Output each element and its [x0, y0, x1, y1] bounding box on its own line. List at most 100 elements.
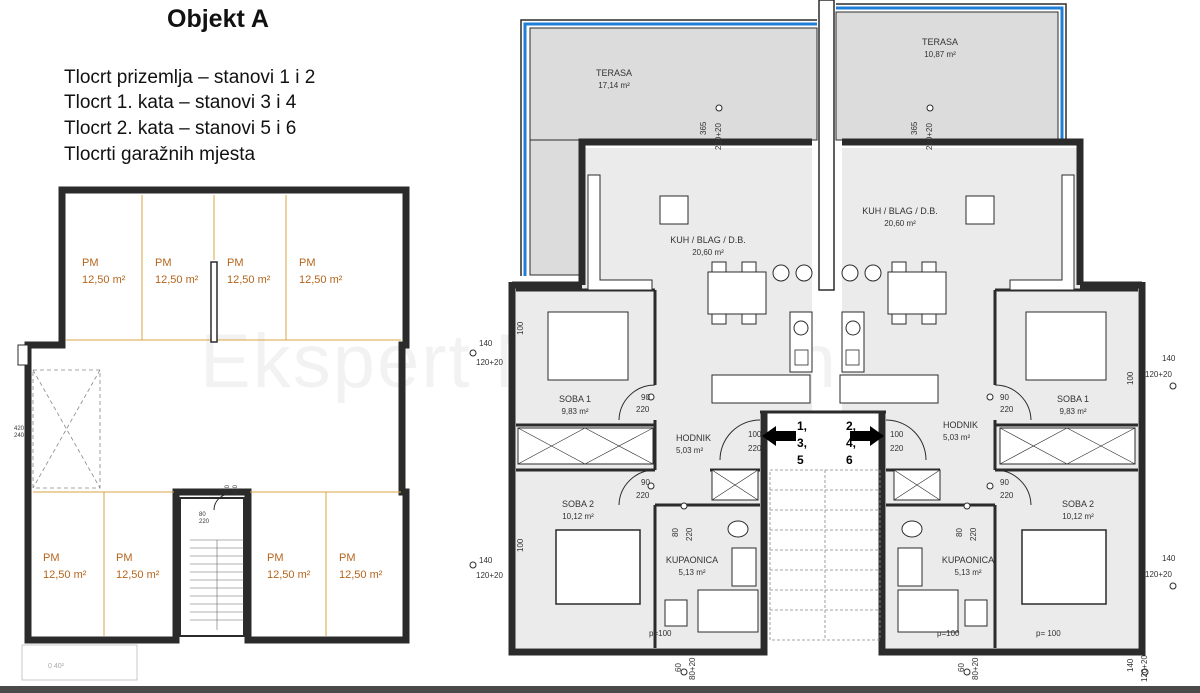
dim-label: 220 — [969, 527, 978, 541]
dim-label: p= 100 — [1036, 629, 1061, 638]
parking-spot-label: PM — [299, 257, 316, 269]
party-wall — [818, 0, 835, 291]
terrace-right — [835, 11, 1059, 141]
dim-label: 220+20 — [714, 123, 723, 150]
page-title: Objekt A — [167, 5, 269, 33]
dim-label: 140 — [479, 556, 493, 565]
bed-soba2-right — [1021, 529, 1107, 605]
room-area-soba2_left: 10,12 m² — [562, 512, 594, 521]
parking-spot-area: 12,50 m² — [43, 569, 87, 581]
room-area-kitchen_left: 20,60 m² — [692, 248, 724, 257]
parking-spot-label: PM — [155, 257, 172, 269]
apartment-number: 1, — [797, 419, 807, 433]
dim-label: 220 — [1000, 491, 1014, 500]
legend-line-garage: Tlocrti garažnih mjesta — [64, 144, 256, 165]
room-area-kitchen_right: 20,60 m² — [884, 219, 916, 228]
room-name-terasa_right: TERASA — [922, 37, 958, 47]
apartment-number: 6 — [846, 453, 853, 467]
dim-label: 365 — [910, 121, 919, 135]
room-area-kupaonica_right: 5,13 m² — [954, 568, 981, 577]
dim-label: 90 — [1000, 478, 1009, 487]
svg-text:220: 220 — [199, 519, 210, 525]
parking-spot-area: 12,50 m² — [267, 569, 311, 581]
apartment-number: 4, — [846, 436, 856, 450]
room-area-terasa_right: 10,87 m² — [924, 50, 956, 59]
dim-label: 220 — [748, 444, 762, 453]
apartment-number: 3, — [797, 436, 807, 450]
bed-soba2-left — [555, 529, 641, 605]
room-name-kupaonica_right: KUPAONICA — [942, 555, 994, 565]
parking-spot-area: 12,50 m² — [82, 274, 126, 286]
room-name-soba1_left: SOBA 1 — [559, 394, 591, 404]
dim-label: 220 — [890, 444, 904, 453]
dim-label: p=100 — [937, 629, 960, 638]
bed-soba1-right — [1025, 311, 1107, 381]
room-name-soba2_right: SOBA 2 — [1062, 499, 1094, 509]
dim-label: 140 — [1162, 554, 1176, 563]
dim-label: 140 — [1126, 658, 1135, 672]
dim-label: 220 — [1000, 405, 1014, 414]
room-area-soba1_right: 9,83 m² — [1059, 407, 1086, 416]
arrow-left-icon — [762, 426, 796, 446]
garage-stairwell — [179, 497, 245, 637]
parking-spot-area: 12,50 m² — [339, 569, 383, 581]
dim-label: 60 — [957, 663, 966, 672]
dim-label: 100 — [748, 430, 762, 439]
dim-label: 120+20 — [476, 358, 503, 367]
door-swing-icon — [213, 493, 231, 511]
dim-label: 90 — [1000, 393, 1009, 402]
dim-label: 80+20 — [971, 657, 980, 680]
garage-column — [210, 261, 218, 343]
window-icon — [469, 104, 1177, 676]
room-name-hodnik_left: HODNIK — [676, 433, 711, 443]
bed-soba1-left — [547, 311, 629, 381]
dim-label: p=100 — [649, 629, 672, 638]
garage-dim-420: 420 — [14, 426, 25, 432]
apartment-number: 5 — [797, 453, 804, 467]
dim-label: 90 — [641, 478, 650, 487]
dim-label: 100 — [1126, 371, 1135, 385]
room-name-kitchen_right: KUH / BLAG / D.B. — [862, 206, 938, 216]
room-name-soba1_right: SOBA 1 — [1057, 394, 1089, 404]
room-area-terasa_left: 17,14 m² — [598, 81, 630, 90]
room-name-kitchen_left: KUH / BLAG / D.B. — [670, 235, 746, 245]
dim-label: 120+20 — [1145, 370, 1172, 379]
room-area-kupaonica_left: 5,13 m² — [678, 568, 705, 577]
room-name-soba2_left: SOBA 2 — [562, 499, 594, 509]
apartment-number: 2, — [846, 419, 856, 433]
dim-label: 220 — [636, 405, 650, 414]
legend-line-first-floor: Tlocrt 1. kata – stanovi 3 i 4 — [64, 92, 297, 113]
dim-label: 60 — [674, 663, 683, 672]
parking-spot-area: 12,50 m² — [299, 274, 343, 286]
parking-spot-area: 12,50 m² — [227, 274, 271, 286]
arrow-right-icon — [850, 426, 884, 446]
dim-label: 100 — [890, 430, 904, 439]
glass-railing-right — [836, 6, 1064, 140]
dim-label: 100 — [516, 538, 525, 552]
room-name-kupaonica_left: KUPAONICA — [666, 555, 718, 565]
dim-label: 80+20 — [688, 657, 697, 680]
bottom-bar — [0, 686, 1200, 693]
apartment-plan: TERASA 17,14 m² TERASA 10,87 m² KUH / BLAG /… — [469, 0, 1177, 682]
glass-railing-left — [523, 22, 817, 276]
room-area-hodnik_left: 5,03 m² — [676, 446, 703, 455]
parking-spot-label: PM — [82, 257, 99, 269]
dim-label: 80 — [671, 528, 680, 537]
svg-text:220: 220 — [233, 484, 239, 495]
ramp-outline — [32, 369, 101, 489]
room-area-hodnik_right: 5,03 m² — [943, 433, 970, 442]
dim-label: 120+20 — [1140, 655, 1149, 682]
dim-label: 220+20 — [925, 123, 934, 150]
parking-spot-area: 12,50 m² — [155, 274, 199, 286]
room-name-terasa_left: TERASA — [596, 68, 632, 78]
dim-label: 100 — [516, 321, 525, 335]
room-area-soba1_left: 9,83 m² — [561, 407, 588, 416]
parking-spot-area: 12,50 m² — [116, 569, 160, 581]
parking-spot-labels: PM 12,50 m² PM 12,50 m² PM 12,50 m² PM 12,50 m²… — [43, 257, 383, 581]
svg-text:0 40²: 0 40² — [48, 663, 65, 670]
parking-spot-label: PM — [267, 552, 284, 564]
parking-spot-label: PM — [116, 552, 133, 564]
parking-spot-label: PM — [227, 257, 244, 269]
garage-dim-240: 240 — [14, 433, 25, 439]
